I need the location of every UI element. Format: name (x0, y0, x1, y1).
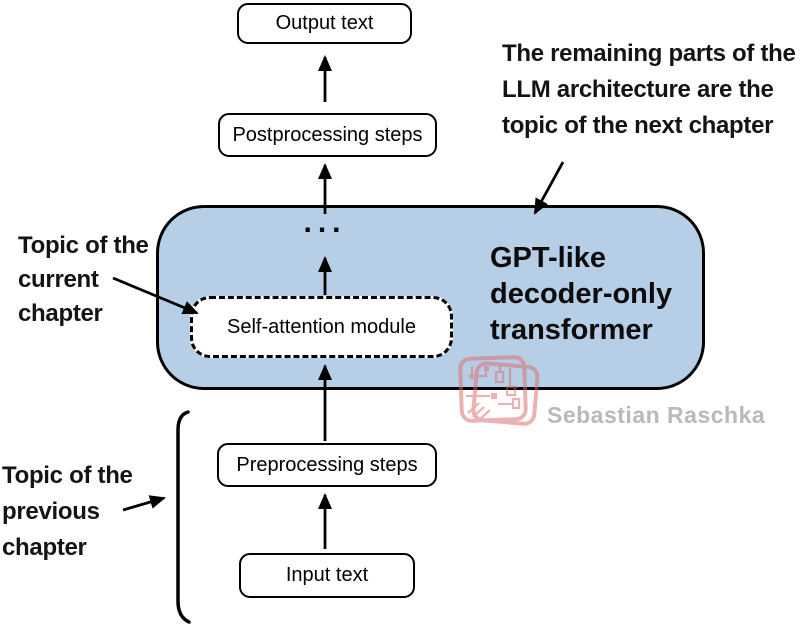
annotation-next-chapter: The remaining parts of the LLM architect… (502, 36, 796, 144)
annotation-next-chapter-line1: The remaining parts of the (502, 40, 796, 67)
annotation-previous-chapter-line3: chapter (2, 534, 87, 561)
annotation-next-chapter-line2: LLM architecture are the (502, 76, 774, 103)
preprocessing-steps-box: Preprocessing steps (217, 443, 437, 487)
annotation-previous-chapter: Topic of the previous chapter (2, 458, 133, 566)
postprocessing-steps-box: Postprocessing steps (218, 113, 437, 157)
annotation-previous-chapter-line1: Topic of the (2, 462, 133, 489)
self-attention-module-box: Self-attention module (190, 296, 453, 358)
transformer-label-line1: GPT-like (490, 242, 607, 274)
ellipsis-dots: ... (303, 206, 347, 239)
annotation-previous-chapter-line2: previous (2, 498, 100, 525)
transformer-label-line2: decoder-only (490, 278, 673, 310)
annotation-next-chapter-line3: topic of the next chapter (502, 112, 774, 139)
output-text-box: Output text (237, 3, 412, 44)
transformer-label: GPT-like decoder-only transformer (490, 240, 672, 348)
annotation-current-chapter-line2: current (18, 266, 99, 293)
annotation-current-chapter: Topic of the current chapter (18, 229, 149, 331)
input-text-box: Input text (239, 553, 415, 598)
transformer-label-line3: transformer (490, 314, 653, 346)
annotation-current-chapter-line3: chapter (18, 300, 103, 327)
annotation-current-chapter-line1: Topic of the (18, 232, 149, 259)
previous-chapter-brace (176, 410, 191, 624)
watermark-author-text: Sebastian Raschka (547, 402, 766, 428)
